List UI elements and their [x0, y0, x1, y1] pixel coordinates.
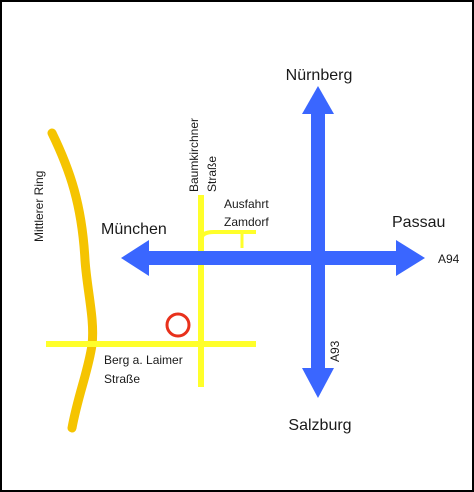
label-baumkirchner-strasse: Baumkirchner Straße — [187, 118, 219, 192]
arrow-down-icon — [302, 368, 334, 398]
location-marker-icon — [165, 312, 191, 338]
label-baumkirchner-line2: Straße — [205, 156, 219, 192]
ausfahrt-zamdorf-ramp — [199, 230, 256, 241]
highway-a94 — [121, 240, 425, 276]
label-berg-line1: Berg a. Laimer — [104, 353, 183, 367]
arrow-left-icon — [121, 240, 149, 276]
arrow-right-icon — [396, 240, 425, 276]
label-ausfahrt-line1: Ausfahrt — [224, 197, 269, 211]
arrow-up-icon — [302, 86, 334, 114]
label-berg-line2: Straße — [104, 372, 140, 386]
label-a94: A94 — [438, 252, 460, 266]
label-passau: Passau — [392, 214, 445, 231]
label-nuernberg: Nürnberg — [286, 67, 353, 84]
label-muenchen: München — [101, 221, 167, 238]
label-mittlerer-ring: Mittlerer Ring — [32, 171, 46, 242]
highway-a93 — [302, 86, 334, 398]
mittlerer-ring-road — [47, 128, 98, 433]
label-baumkirchner-line1: Baumkirchner — [187, 118, 201, 192]
label-ausfahrt-line2: Zamdorf — [224, 215, 269, 229]
label-salzburg: Salzburg — [288, 417, 351, 434]
label-a93: A93 — [328, 340, 342, 362]
